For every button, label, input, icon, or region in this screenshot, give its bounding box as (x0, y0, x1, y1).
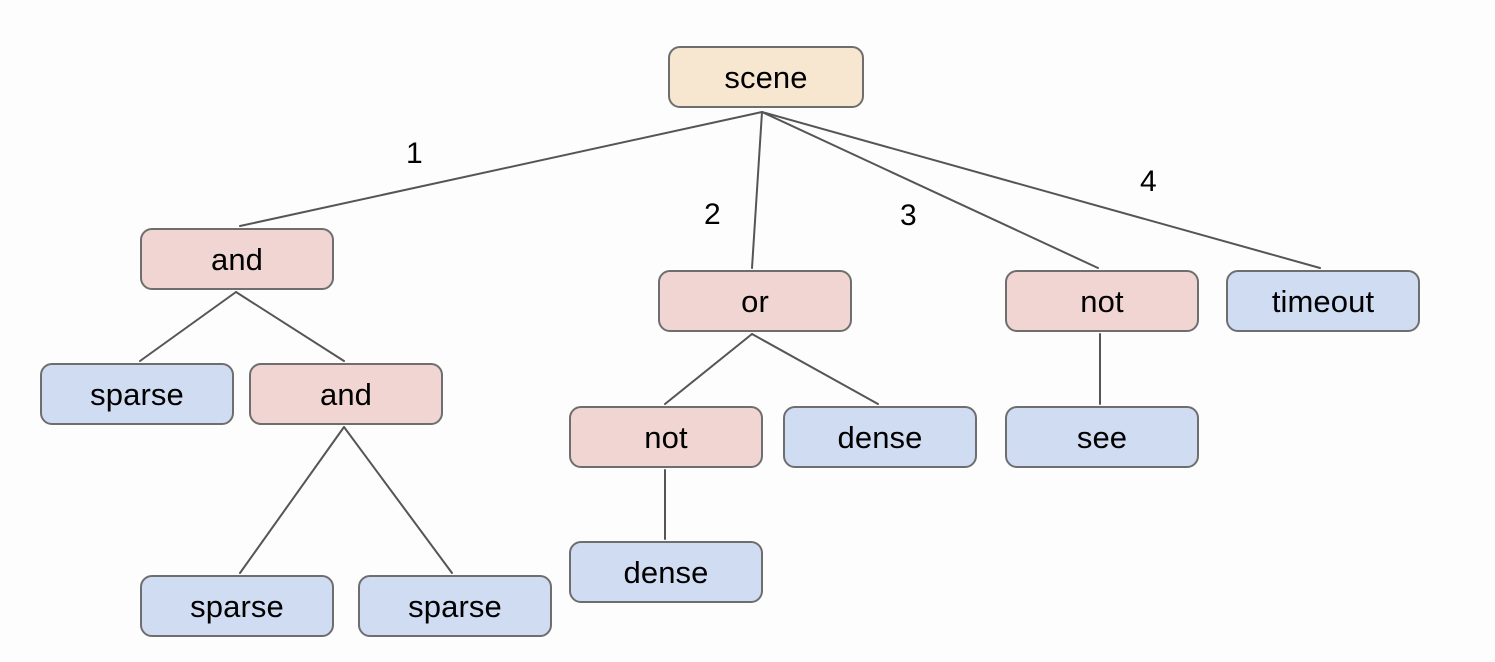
tree-node-and1[interactable]: and (140, 228, 334, 290)
tree-node-label: not (644, 419, 688, 455)
tree-edge (343, 426, 453, 574)
tree-node-scene[interactable]: scene (668, 46, 864, 108)
tree-node-label: sparse (190, 588, 284, 624)
tree-node-label: or (741, 283, 769, 319)
tree-edge (664, 333, 753, 405)
tree-node-or1[interactable]: or (658, 270, 852, 332)
tree-edge (139, 291, 237, 362)
edge-label-3: 3 (900, 199, 917, 232)
edge-label-4: 4 (1140, 165, 1157, 198)
tree-node-label: scene (724, 59, 808, 95)
tree-edge (761, 111, 1099, 269)
tree-edge (239, 426, 345, 574)
tree-node-label: dense (837, 419, 923, 455)
tree-edge (751, 333, 879, 405)
tree-node-see[interactable]: see (1005, 406, 1199, 468)
tree-edge (235, 291, 345, 362)
tree-edge (239, 111, 763, 227)
tree-edge (761, 111, 1321, 269)
edge-label-1: 1 (406, 137, 423, 170)
tree-node-not1[interactable]: not (1005, 270, 1199, 332)
tree-node-label: sparse (408, 588, 502, 624)
tree-node-sparse2[interactable]: sparse (140, 575, 334, 637)
tree-edge (751, 111, 763, 269)
tree-node-sparse1[interactable]: sparse (40, 363, 234, 425)
tree-node-dense2[interactable]: dense (569, 541, 763, 603)
tree-node-label: and (210, 241, 264, 277)
tree-node-label: and (319, 376, 373, 412)
edge-label-2: 2 (704, 198, 721, 231)
tree-node-and2[interactable]: and (249, 363, 443, 425)
tree-node-label: timeout (1271, 283, 1375, 319)
tree-node-label: see (1076, 419, 1128, 455)
tree-node-timeout[interactable]: timeout (1226, 270, 1420, 332)
tree-node-label: not (1080, 283, 1124, 319)
tree-node-label: dense (623, 554, 709, 590)
tree-node-dense1[interactable]: dense (783, 406, 977, 468)
tree-node-sparse3[interactable]: sparse (358, 575, 552, 637)
tree-node-label: sparse (90, 376, 184, 412)
tree-node-not2[interactable]: not (569, 406, 763, 468)
